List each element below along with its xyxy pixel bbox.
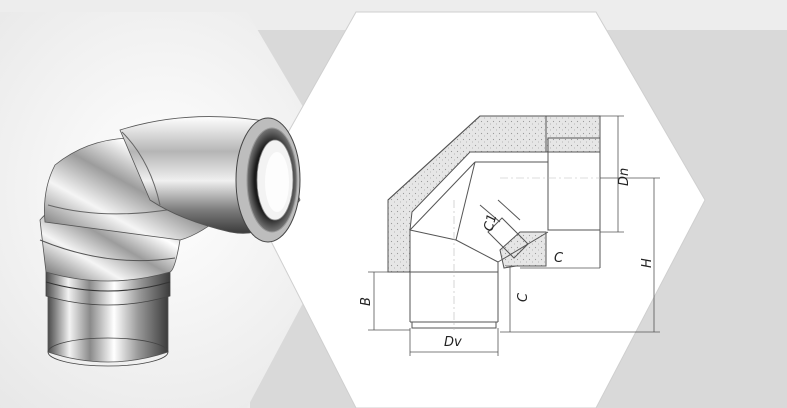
label-c1: C1	[481, 212, 500, 233]
label-b: B	[359, 297, 374, 306]
insulation-layer-bend	[499, 231, 547, 269]
label-dv: Dv	[444, 335, 462, 350]
insulation-layer-right	[545, 115, 601, 153]
label-c-top: C	[554, 251, 564, 266]
stainless-steel-elbow-photo	[39, 116, 301, 367]
label-c-side: C	[516, 292, 531, 302]
elbow-technical-drawing	[368, 115, 660, 356]
label-h: H	[640, 258, 655, 268]
label-dn: Dn	[617, 168, 632, 186]
